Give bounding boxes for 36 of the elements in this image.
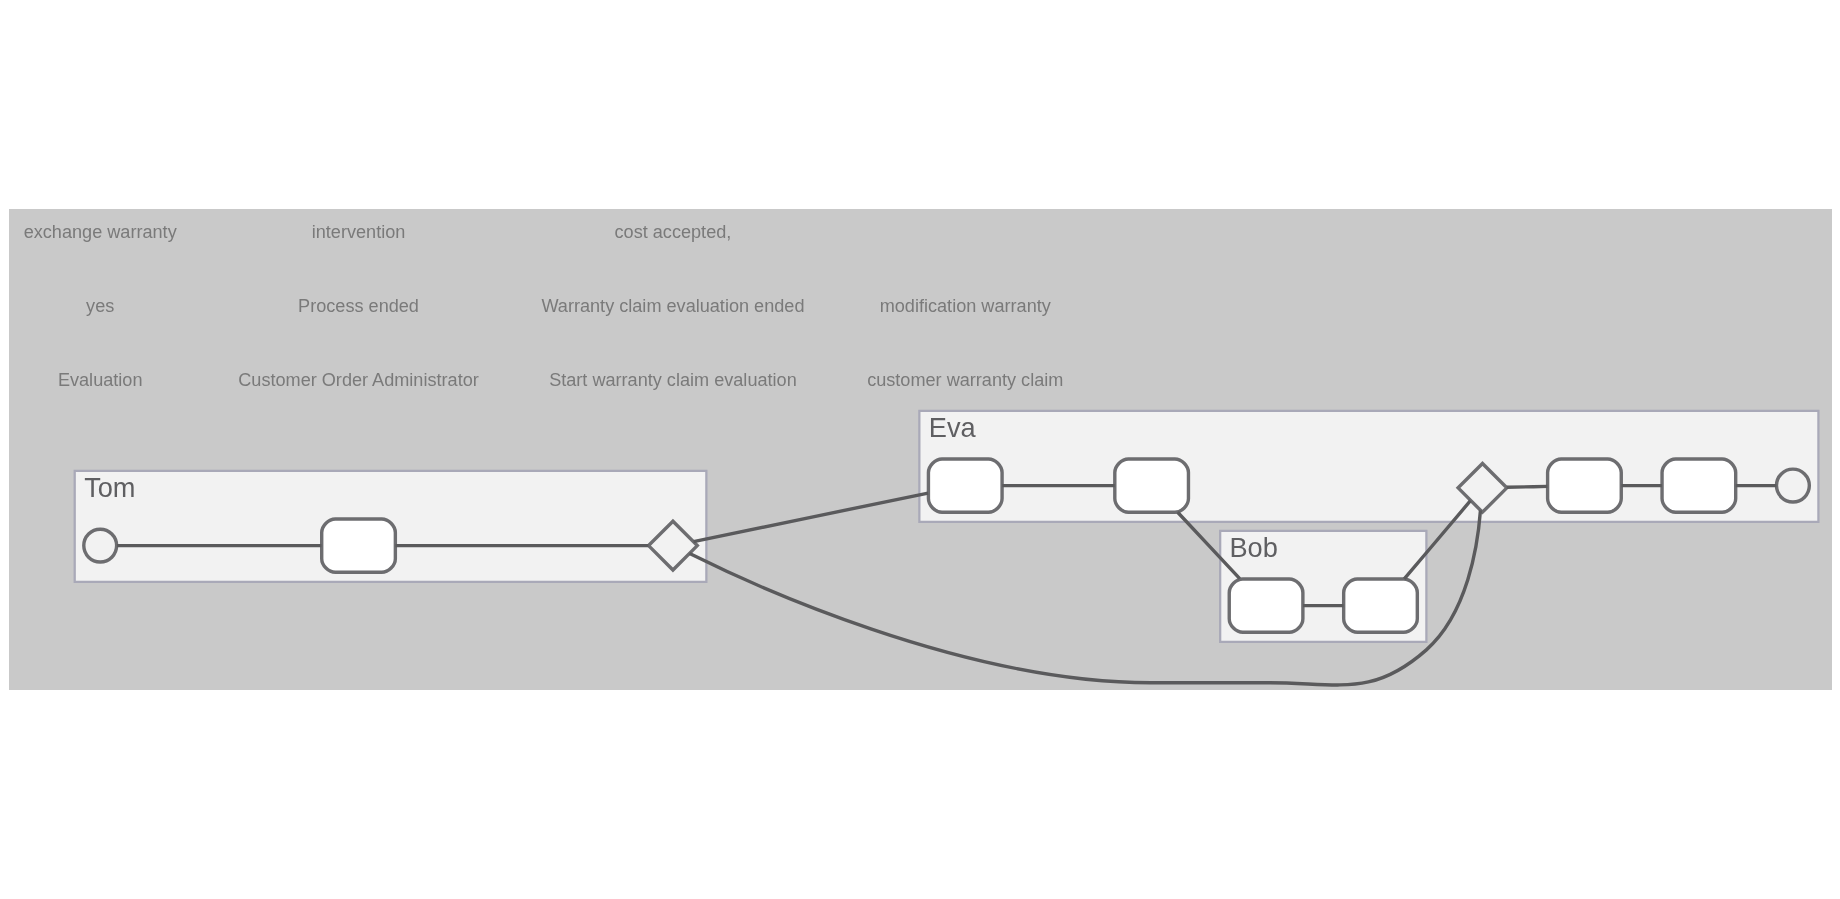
label: Evaluation: [57, 369, 142, 390]
cluster: Bob: [1218, 529, 1428, 644]
label: yes: [85, 296, 114, 316]
node-box: [926, 457, 1004, 514]
connector: [692, 491, 928, 544]
label: Customer Order Administrator: [237, 369, 479, 390]
node-box: [1112, 457, 1190, 514]
label: exchange warranty: [23, 222, 177, 243]
connector: [116, 543, 321, 548]
connector: [1175, 511, 1241, 580]
connector: [1506, 484, 1547, 489]
node-box: [1227, 577, 1305, 634]
node-box: [1341, 577, 1419, 634]
node-circle: [1774, 467, 1811, 504]
node-diamond: [1455, 461, 1509, 515]
label: Process ended: [297, 296, 419, 316]
connector: [1001, 483, 1115, 488]
label: intervention: [311, 222, 405, 243]
connector: [1402, 499, 1472, 581]
node-box: [319, 517, 397, 574]
node-circle: [81, 527, 118, 564]
connector: [1735, 483, 1776, 488]
label: Warranty claim evaluation ended: [540, 296, 804, 316]
connector: [1620, 483, 1662, 488]
node-box: [1545, 457, 1623, 514]
label: cost accepted,: [614, 222, 731, 243]
connector: [688, 510, 1482, 687]
cluster: Eva: [917, 409, 1820, 523]
node-diamond: [645, 518, 700, 573]
node-box: [1659, 457, 1737, 514]
connector: [394, 543, 648, 548]
label: modification warranty: [879, 296, 1051, 316]
label: customer warranty claim: [866, 369, 1063, 390]
label: Start warranty claim evaluation: [548, 369, 797, 390]
connector: [1302, 603, 1343, 608]
cluster: Tom: [73, 469, 707, 583]
